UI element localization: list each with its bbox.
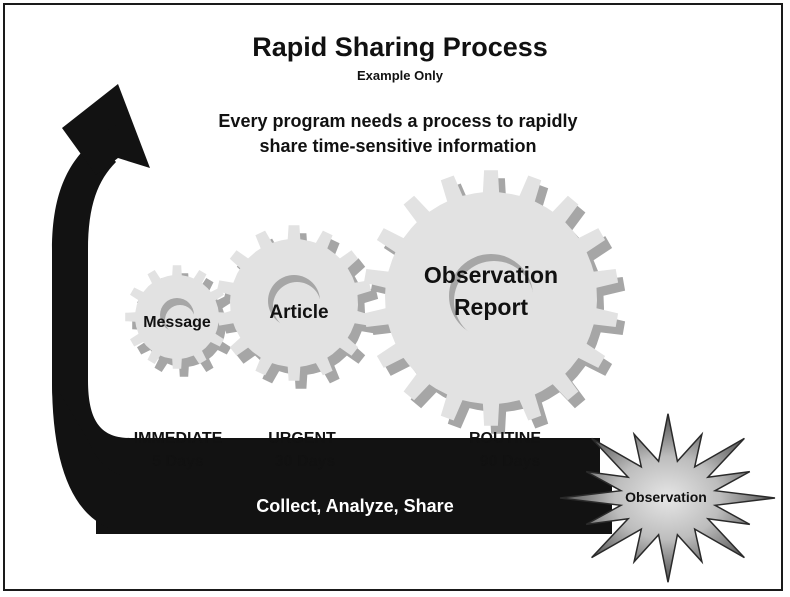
- gear-message-hub: [165, 305, 195, 335]
- lead-line-1: Every program needs a process to rapidly: [218, 111, 577, 131]
- timing-immediate-name: IMMEDIATE: [134, 430, 223, 447]
- timing-urgent-name: URGENT: [268, 430, 336, 447]
- cycle-arrow-top: [96, 124, 128, 162]
- gear-group: [125, 170, 626, 434]
- gear-label-article: Article: [269, 302, 328, 323]
- gear-observation-report: [363, 170, 626, 434]
- page-subtitle: Example Only: [357, 68, 444, 83]
- gear-article-hub: [273, 282, 321, 330]
- cycle-band-corner: [52, 380, 140, 534]
- lead-line-2: share time-sensitive information: [259, 136, 536, 156]
- observation-label: Observation: [625, 489, 707, 505]
- cycle-arrowhead: [62, 84, 150, 175]
- gear-article: [216, 225, 379, 389]
- gear-message: [125, 265, 236, 377]
- observation-starburst: [559, 413, 776, 583]
- cycle-arrow-body: [52, 138, 600, 478]
- page-title: Rapid Sharing Process: [252, 32, 548, 62]
- timing-routine-name: ROUTINE: [469, 430, 541, 447]
- timing-urgent-period: 30 Days: [275, 453, 336, 470]
- gear-observation-report-hub: [454, 261, 534, 341]
- timing-immediate-period: 5 Days: [152, 453, 204, 470]
- cycle-label: Collect, Analyze, Share: [256, 496, 453, 516]
- timing-routine-period: 90 Days: [480, 453, 541, 470]
- cycle-band: [96, 478, 612, 534]
- gear-label-observation: Observation: [424, 262, 558, 288]
- gear-label-message: Message: [143, 314, 211, 331]
- gear-label-report: Report: [454, 294, 528, 320]
- cycle-arrow: [52, 84, 612, 534]
